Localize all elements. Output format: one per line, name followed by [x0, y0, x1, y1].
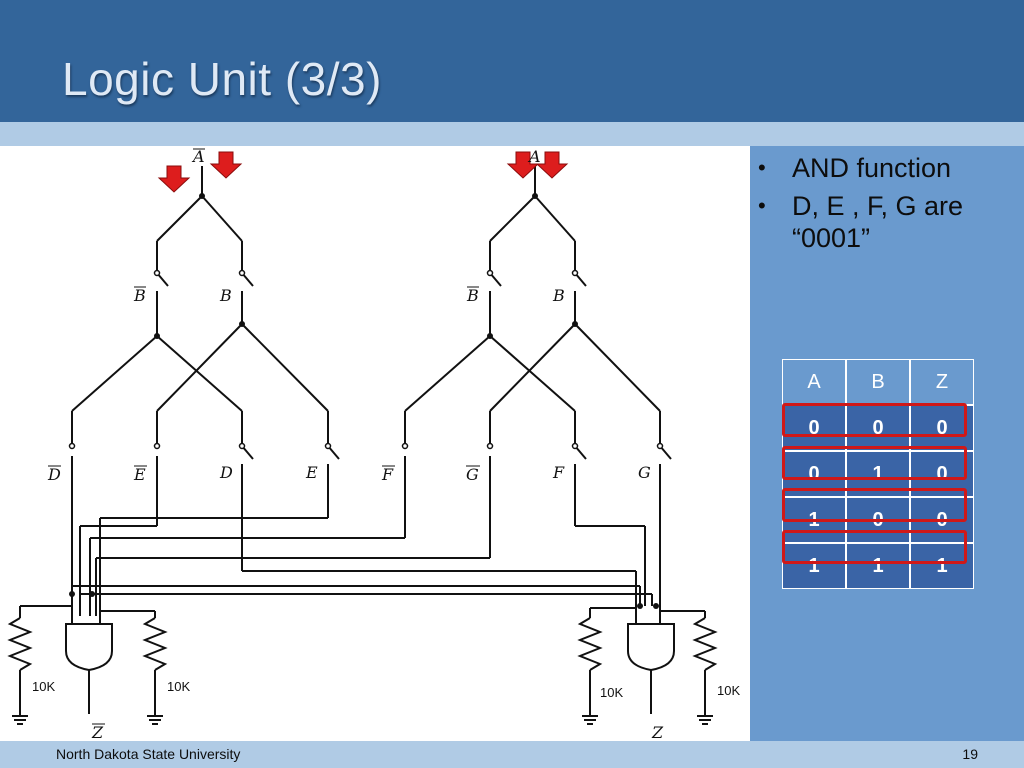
- red-arrow-icons: [157, 151, 569, 193]
- table-cell: 0: [910, 405, 974, 451]
- header-cell: B: [846, 359, 910, 405]
- circuit-diagram: A A B B B B D E D E F G F G Z Z 10K 10K …: [0, 146, 750, 742]
- bullet-item: • AND function: [756, 152, 1018, 184]
- bullet-list: • AND function • D, E , F, G are “0001”: [756, 152, 1018, 260]
- resistor-label-3: 10K: [600, 685, 623, 700]
- label-z-bar: Z: [91, 723, 104, 742]
- slide-title: Logic Unit (3/3): [62, 53, 382, 105]
- table-cell: 0: [846, 405, 910, 451]
- label-a: A: [527, 147, 541, 166]
- label-b-bar-right: B: [466, 286, 479, 305]
- label-d: D: [219, 463, 233, 482]
- label-d-bar: D: [47, 465, 61, 484]
- truth-table-header: A B Z: [782, 359, 974, 405]
- page-number: 19: [962, 746, 978, 762]
- label-a-bar: A: [191, 147, 205, 166]
- table-cell: 1: [846, 543, 910, 589]
- title-accent-band: [0, 122, 1024, 146]
- label-f: F: [552, 463, 565, 482]
- table-cell: 0: [782, 451, 846, 497]
- bullet-text: D, E , F, G are “0001”: [792, 191, 964, 253]
- table-row: 1 0 0: [782, 497, 974, 543]
- resistor-label-2: 10K: [167, 679, 190, 694]
- header-cell: Z: [910, 359, 974, 405]
- table-cell: 1: [782, 497, 846, 543]
- table-row: 1 1 1: [782, 543, 974, 589]
- footer-text: North Dakota State University: [56, 746, 241, 762]
- table-cell: 0: [910, 451, 974, 497]
- table-row: 0 1 0: [782, 451, 974, 497]
- table-cell: 1: [782, 543, 846, 589]
- label-b-right: B: [552, 286, 565, 305]
- table-cell: 1: [846, 451, 910, 497]
- table-cell: 0: [846, 497, 910, 543]
- title-bar: Logic Unit (3/3): [0, 0, 1024, 122]
- header-cell: A: [782, 359, 846, 405]
- label-b-left: B: [219, 286, 232, 305]
- label-e: E: [305, 463, 318, 482]
- label-z: Z: [651, 723, 664, 742]
- bullet-text: AND function: [792, 153, 952, 183]
- table-cell: 0: [910, 497, 974, 543]
- resistor-label-1: 10K: [32, 679, 55, 694]
- table-row: 0 0 0: [782, 405, 974, 451]
- truth-table: A B Z 0 0 0 0 1 0 1 0 0 1 1 1: [782, 359, 974, 589]
- bullet-item: • D, E , F, G are “0001”: [756, 190, 1018, 254]
- label-f-bar: F: [381, 465, 394, 484]
- label-g: G: [638, 463, 651, 482]
- table-cell: 0: [782, 405, 846, 451]
- footer-bar: North Dakota State University 19: [0, 741, 1024, 768]
- label-e-bar: E: [133, 465, 146, 484]
- table-cell: 1: [910, 543, 974, 589]
- bullet-dot-icon: •: [758, 193, 766, 218]
- circuit-svg: A A B B B B D E D E F G F G Z Z 10K 10K …: [7, 147, 740, 742]
- label-g-bar: G: [466, 465, 479, 484]
- bullet-dot-icon: •: [758, 155, 766, 180]
- resistor-label-4: 10K: [717, 683, 740, 698]
- label-b-bar-left: B: [133, 286, 146, 305]
